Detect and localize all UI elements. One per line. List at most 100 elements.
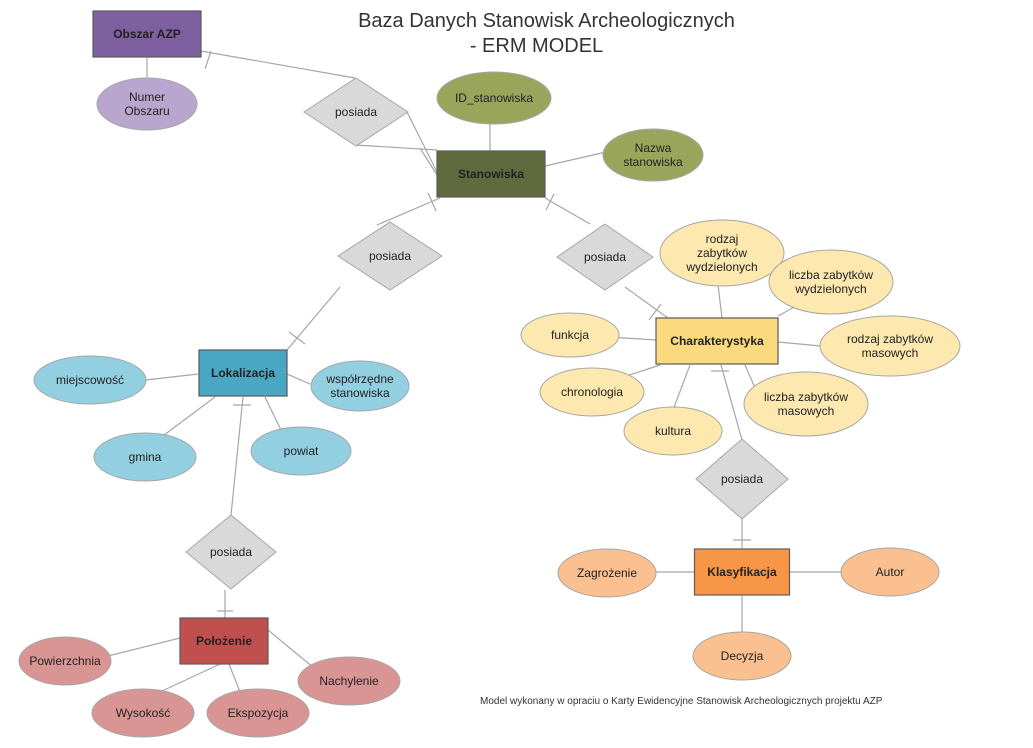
attribute-ellipse	[659, 219, 785, 287]
attribute-powierzchnia[interactable]: Powierzchnia	[18, 636, 112, 686]
entity-box	[92, 10, 202, 58]
attribute-autor[interactable]: Autor	[840, 547, 940, 597]
entity-lokalizacja[interactable]: Lokalizacja	[198, 349, 288, 397]
attribute-liczba-wydz-label: wydzielonych	[794, 282, 866, 296]
attribute-ekspozycja[interactable]: Ekspozycja	[206, 688, 310, 738]
attribute-numer-obszaru-label: Numer	[129, 90, 165, 104]
connector-line	[376, 197, 441, 226]
entity-box	[436, 150, 546, 198]
entity-obszar[interactable]: Obszar AZP	[92, 10, 202, 58]
attribute-nachylenie-label: Nachylenie	[319, 674, 379, 688]
attribute-ellipse	[91, 688, 195, 738]
connector-line	[159, 396, 216, 439]
attribute-ellipse	[18, 636, 112, 686]
connector-line	[159, 663, 221, 693]
connector-line	[544, 151, 607, 167]
cardinality-mark	[545, 193, 555, 211]
attribute-decyzja-label: Decyzja	[721, 649, 764, 663]
connector-line	[107, 637, 181, 657]
attribute-ellipse	[557, 548, 657, 598]
entity-charakterystyka-label: Charakterystyka	[670, 334, 764, 348]
attribute-funkcja[interactable]: funkcja	[520, 312, 620, 358]
attribute-ellipse	[840, 547, 940, 597]
attribute-wysokosc[interactable]: Wysokość	[91, 688, 195, 738]
connector-line	[405, 109, 438, 173]
attribute-powiat[interactable]: powiat	[250, 426, 352, 476]
cardinality-mark	[648, 303, 662, 321]
attribute-gmina[interactable]: gmina	[93, 432, 197, 482]
entity-polozenie-label: Położenie	[196, 634, 252, 648]
diagram-shapes: posiada posiada posiada posiada posiada Obsza…	[18, 10, 961, 738]
attribute-ellipse	[297, 656, 401, 706]
diagram-subtitle: - ERM MODEL	[469, 35, 604, 57]
relationship-r3-label: posiada	[584, 250, 626, 264]
connector-line	[286, 286, 341, 351]
relationship-diamond	[695, 438, 789, 520]
connector-line	[228, 663, 241, 693]
attribute-rodzaj-mas-label: rodzaj zabytków	[847, 332, 933, 346]
attribute-id-stanowiska-label: ID_stanowiska	[455, 91, 533, 105]
attribute-autor-label: Autor	[876, 565, 905, 579]
relationship-r5-label: posiada	[721, 472, 763, 486]
connector-line	[717, 284, 723, 319]
entity-stanowiska[interactable]: Stanowiska	[436, 150, 546, 198]
attribute-chronologia[interactable]: chronologia	[539, 367, 645, 417]
attribute-liczba-mas-label: liczba zabytków	[764, 390, 848, 404]
attribute-ellipse	[819, 315, 961, 377]
attribute-miejscowosc[interactable]: miejscowość	[33, 355, 147, 405]
relationship-r3[interactable]: posiada	[556, 223, 654, 291]
footnote: Model wykonany w opraciu o Karty Ewidenc…	[480, 696, 883, 707]
entity-charakterystyka[interactable]: Charakterystyka	[655, 317, 779, 365]
attribute-decyzja[interactable]: Decyzja	[692, 631, 792, 681]
attribute-liczba-wydz-label: liczba zabytków	[789, 268, 873, 282]
entity-box	[198, 349, 288, 397]
attribute-miejscowosc-label: miejscowość	[56, 373, 124, 387]
relationship-r4[interactable]: posiada	[185, 514, 277, 590]
connector-line	[544, 197, 591, 225]
entity-klasyfikacja[interactable]: Klasyfikacja	[693, 548, 791, 596]
relationship-r5[interactable]: posiada	[695, 438, 789, 520]
attribute-gmina-label: gmina	[129, 450, 162, 464]
attribute-wysokosc-label: Wysokość	[116, 706, 171, 720]
connector-line	[624, 286, 669, 319]
attribute-nazwa-stanowiska-label: Nazwa	[635, 141, 672, 155]
attribute-nachylenie[interactable]: Nachylenie	[297, 656, 401, 706]
cardinality-mark	[204, 50, 212, 70]
attribute-ellipse	[436, 71, 552, 125]
relationship-r4-label: posiada	[210, 545, 252, 559]
entity-box	[693, 548, 791, 596]
entity-box	[179, 617, 269, 665]
attribute-rodzaj-mas-label: masowych	[862, 346, 919, 360]
attribute-nazwa-stanowiska-label: stanowiska	[623, 155, 683, 169]
relationship-r1[interactable]: posiada	[303, 77, 409, 147]
attribute-rodzaj-wydz-label: zabytków	[697, 246, 747, 260]
connector-line	[230, 396, 244, 516]
attribute-id-stanowiska[interactable]: ID_stanowiska	[436, 71, 552, 125]
attribute-zagrozenie[interactable]: Zagrożenie	[557, 548, 657, 598]
relationship-diamond	[337, 221, 443, 291]
relationship-r2[interactable]: posiada	[337, 221, 443, 291]
entity-stanowiska-label: Stanowiska	[458, 167, 524, 181]
relationship-diamond	[185, 514, 277, 590]
attribute-liczba-mas-label: masowych	[778, 404, 835, 418]
cardinality-mark	[288, 331, 306, 345]
entity-obszar-label: Obszar AZP	[113, 27, 181, 41]
cardinality-mark	[427, 192, 437, 212]
attribute-powierzchnia-label: Powierzchnia	[29, 654, 101, 668]
entity-box	[655, 317, 779, 365]
connector-line	[419, 147, 438, 176]
attribute-kultura[interactable]: kultura	[623, 406, 723, 456]
attribute-wspolrzedne-label: stanowiska	[330, 386, 390, 400]
connector-line	[672, 364, 691, 411]
entity-polozenie[interactable]: Położenie	[179, 617, 269, 665]
connector-line	[267, 629, 315, 669]
entity-klasyfikacja-label: Klasyfikacja	[707, 565, 777, 579]
